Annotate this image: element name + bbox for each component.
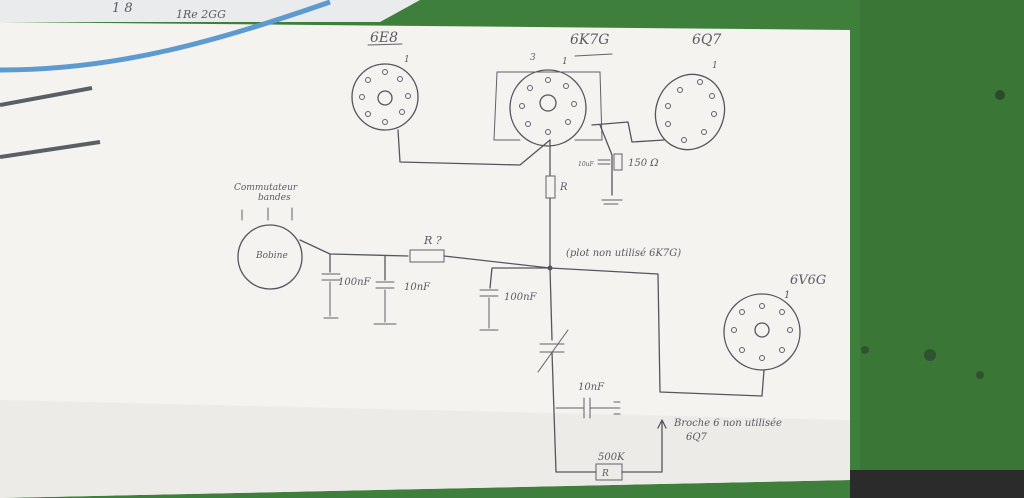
paper-sheet: [0, 22, 850, 498]
wire: [443, 255, 551, 269]
board-spot: [861, 346, 869, 354]
ground: [479, 297, 499, 331]
tube-6k7g-pins: [519, 77, 577, 135]
wire: [493, 71, 521, 141]
board-spot: [995, 90, 1005, 100]
blue-cable: [0, 0, 331, 73]
board-spot: [924, 349, 936, 361]
pin-label: 1: [712, 61, 718, 71]
ground: [323, 281, 339, 319]
tube-6v6g-key: [754, 322, 770, 338]
tube-6v6g-socket: [723, 293, 801, 371]
label-6k7g: 6K7G: [570, 32, 609, 48]
pin-label: 1: [784, 290, 790, 301]
tube-6q7-pins: [665, 79, 717, 143]
board-edge: [850, 470, 1024, 498]
label-500k: 500K: [598, 452, 625, 463]
label-6q7: 6Q7: [692, 32, 721, 48]
note-6q7: 6Q7: [686, 432, 708, 443]
label-bobine: Bobine: [255, 251, 288, 261]
pin-label: 1: [404, 55, 410, 65]
note-broche: Broche 6 non utilisée: [673, 418, 782, 429]
wire: [551, 351, 597, 473]
label-6v6g: 6V6G: [790, 273, 826, 288]
label-resistor-q: R ?: [423, 234, 442, 247]
tube-6k7g-socket: [509, 69, 587, 147]
pin-label: 3: [530, 53, 536, 63]
wire-to-6q7: [621, 419, 667, 473]
label-bandes: bandes: [258, 193, 291, 203]
wire: [489, 267, 551, 289]
tool-probe: [0, 140, 101, 159]
label-150: 150 Ω: [628, 158, 659, 169]
wire: [496, 71, 603, 141]
underline: [367, 43, 403, 46]
resistor-150: [613, 153, 623, 171]
label-r: R: [559, 182, 568, 193]
cap-100nf-left: [321, 273, 341, 281]
label-10nf-mid: 10nF: [404, 282, 431, 293]
ground: [601, 199, 623, 205]
label-pot-r: R: [601, 469, 609, 479]
label-100nf-left: 100nF: [338, 277, 372, 288]
label-100nf-right: 100nF: [504, 292, 538, 303]
paper-shadow: [0, 400, 850, 498]
pin-label: 1: [562, 57, 568, 67]
bobine-coil: [237, 224, 303, 290]
tool-probe: [0, 86, 93, 107]
switch-arrows: [241, 207, 293, 221]
tube-6k7g-key: [539, 94, 557, 112]
tube-6e8-pins: [359, 69, 411, 125]
tube-6v6g-pins: [731, 303, 793, 361]
note-6k7g: (plot non utilisé 6K7G): [566, 248, 681, 259]
cap-small: [597, 159, 611, 165]
board-spot: [976, 371, 984, 379]
wire-6e8-6k7g: [397, 129, 551, 166]
ground-small: [613, 401, 621, 415]
label-commutateur: Commutateur: [234, 183, 298, 193]
green-board-right: [860, 0, 1024, 498]
cap-10nf-bottom: [555, 397, 619, 419]
label-cap-small: 10uF: [578, 161, 594, 168]
wire-6k7g-6q7: [591, 121, 665, 143]
label-6e8: 6E8: [370, 30, 398, 46]
wire: [549, 267, 553, 341]
corner-text: 1Re 2GG: [176, 8, 226, 21]
tube-6q7-socket: [654, 73, 726, 151]
wire-to-6v6g: [549, 267, 765, 397]
wire-cathode: [599, 124, 613, 196]
label-10nf-bottom: 10nF: [578, 382, 605, 393]
underline: [574, 53, 613, 57]
tube-6e8-socket: [351, 63, 419, 131]
cap-10nf-mid: [375, 281, 395, 289]
cap-100nf-right: [479, 289, 499, 297]
corner-text: 1 8: [112, 1, 133, 16]
ground: [373, 289, 397, 325]
tube-6e8-key: [377, 90, 393, 106]
